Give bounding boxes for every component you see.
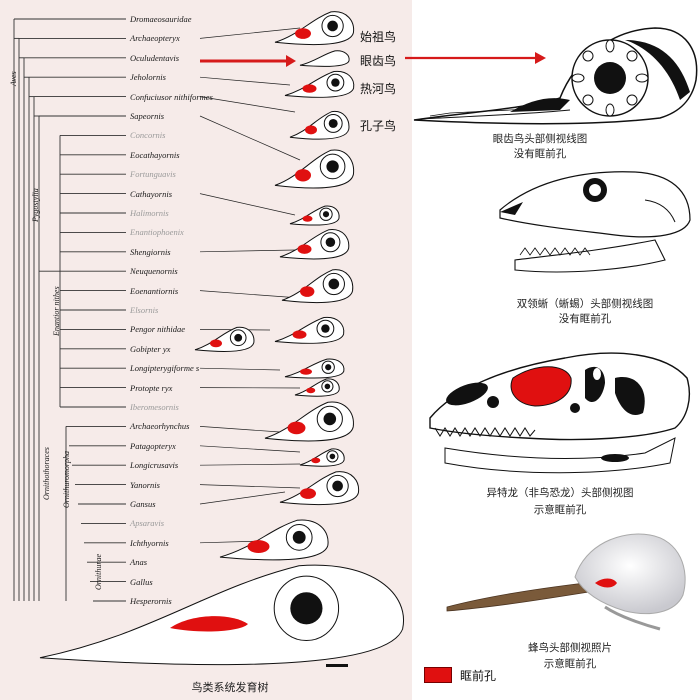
taxon-label: Archaeopteryx <box>130 33 180 44</box>
skull-glyph <box>39 564 405 666</box>
taxon-label: Confuciusor nithiformes <box>130 91 213 102</box>
sclerotic-ring <box>571 39 649 117</box>
skull-glyph <box>299 50 350 67</box>
skull-illustrations <box>39 11 405 667</box>
taxon-label: Fortunguavis <box>130 169 176 180</box>
pointer-line <box>199 367 281 371</box>
hummingbird-skull-photo <box>446 533 686 631</box>
tree-title: 鸟类系统发育树 <box>191 681 269 694</box>
label-jeholornis-cn: 热河鸟 <box>360 82 397 96</box>
scale-bar <box>326 664 348 667</box>
taxon-label: Jeholornis <box>130 72 166 83</box>
pointer-line <box>199 193 296 216</box>
taxon-label: Gobipter yx <box>130 343 171 354</box>
pointer-line <box>199 445 301 453</box>
label-confuciusornis-cn: 孔子鸟 <box>360 119 397 133</box>
taxon-label: Enantiophoenix <box>130 227 184 238</box>
taxon-label: Cathayornis <box>130 188 173 199</box>
skull-glyph <box>289 205 340 226</box>
arrowhead-left <box>286 55 296 67</box>
pointer-line <box>199 290 301 299</box>
taxon-label: Archaeorhynchus <box>130 421 190 432</box>
caption-oculudentavis-2: 没有眶前孔 <box>513 148 567 160</box>
label-archaeopteryx-cn: 始祖鸟 <box>360 30 397 44</box>
legend-swatch <box>424 667 452 683</box>
taxon-label: Oculudentavis <box>130 52 180 63</box>
taxon-label: Yanornis <box>130 479 160 490</box>
skull-glyph <box>194 326 255 352</box>
skull-glyph <box>299 448 345 467</box>
taxon-label: Hesperornis <box>130 596 172 606</box>
arrowhead-right <box>535 52 546 64</box>
skull-glyph <box>281 269 354 303</box>
caption-allosaurus-1: 异特龙（非鸟恐龙）头部侧视图 <box>486 487 634 499</box>
caption-allosaurus-2: 示意眶前孔 <box>533 504 587 516</box>
legend-label: 眶前孔 <box>460 669 497 683</box>
label-oculudentavis-cn: 眼齿鸟 <box>360 54 397 68</box>
caption-lizard-1: 双领蜥（蜥蜴）头部侧视线图 <box>516 298 654 310</box>
skull-glyph <box>264 401 354 442</box>
taxon-label: Longicrusavis <box>130 460 179 471</box>
taxon-label: Dromaeosauridae <box>130 14 192 24</box>
pointer-line <box>199 484 301 489</box>
taxon-label: Patagopteryx <box>130 440 176 451</box>
taxon-label: Longipterygiforme s <box>130 363 200 374</box>
taxon-label: Concornis <box>130 130 166 141</box>
caption-lizard-2: 没有眶前孔 <box>558 313 612 325</box>
skull-glyph <box>219 519 329 561</box>
taxon-label: Elsornis <box>130 305 159 315</box>
oculudentavis-skull-drawing <box>413 27 698 125</box>
taxon-label: Eoenantiornis <box>130 285 179 296</box>
taxon-label: Gallus <box>130 576 153 587</box>
pointer-line <box>199 27 301 39</box>
phylogenetic-tree <box>13 18 306 602</box>
taxon-label: Iberomesornis <box>130 402 179 412</box>
lizard-skull-drawing <box>499 171 691 273</box>
pointer-line <box>199 115 301 161</box>
skull-glyph <box>284 70 355 98</box>
skull-glyph <box>274 149 355 189</box>
skull-glyph <box>284 358 345 379</box>
taxon-label: Anas <box>130 557 147 568</box>
pointer-line <box>199 96 296 113</box>
taxon-label: Apsaravis <box>130 518 164 529</box>
taxon-label: Sapeornis <box>130 111 164 121</box>
skull-glyph <box>274 11 355 46</box>
taxon-label: Eocathayornis <box>130 149 180 160</box>
skull-glyph <box>279 229 350 260</box>
caption-hummingbird-2: 示意眶前孔 <box>543 658 597 670</box>
taxon-label: Neuquenornis <box>130 266 178 277</box>
skull-glyph <box>294 378 340 397</box>
taxon-label: Shengiornis <box>130 246 171 257</box>
allosaurus-skull-drawing <box>429 352 691 474</box>
taxon-label: Pengor nithidae <box>130 324 186 335</box>
skull-glyph <box>274 316 345 344</box>
skull-glyph <box>289 111 350 140</box>
pointer-line <box>199 491 286 505</box>
pointer-line <box>199 463 301 466</box>
pointer-line <box>199 249 296 253</box>
caption-hummingbird-1: 蜂鸟头部侧视照片 <box>528 642 612 654</box>
taxon-label: Halimornis <box>130 208 169 218</box>
pointer-line <box>199 76 291 86</box>
taxon-label: Gansus <box>130 499 156 509</box>
skull-glyph <box>279 471 360 506</box>
caption-oculudentavis-1: 眼齿鸟头部侧视线图 <box>492 133 588 145</box>
pointer-line <box>199 426 281 433</box>
taxon-label: Protopte ryx <box>130 382 173 393</box>
taxon-label: Ichthyornis <box>130 537 169 548</box>
hesperornis-antorbital <box>170 616 248 632</box>
